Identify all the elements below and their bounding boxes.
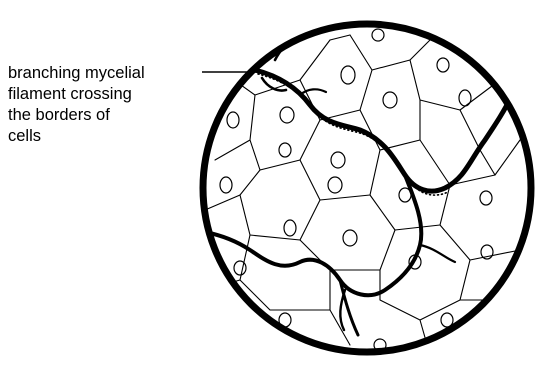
mycelial-filament <box>205 35 512 335</box>
microscope-field-border <box>203 24 531 352</box>
